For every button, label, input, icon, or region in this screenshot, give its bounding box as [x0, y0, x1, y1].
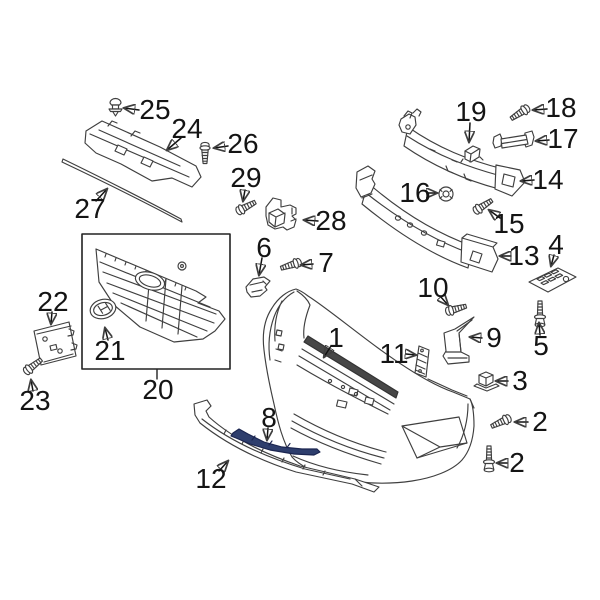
callout-27: 27 [74, 193, 106, 224]
part-screw-15-icon [472, 198, 494, 215]
part-lip-spoiler-icon [193, 399, 380, 493]
callout-2a: 2 [532, 406, 548, 437]
part-screw-10-icon [444, 303, 468, 316]
part-bracket-9-icon [442, 316, 475, 365]
part-grommet-icon [438, 186, 454, 202]
callout-21: 21 [94, 335, 126, 366]
callout-6: 6 [256, 232, 272, 263]
part-clip-19-icon [460, 145, 484, 163]
arrow-8 [267, 427, 268, 440]
callout-10: 10 [417, 272, 449, 303]
callout-28: 28 [315, 205, 347, 236]
part-screw-7-icon [279, 257, 302, 271]
arrow-24 [167, 137, 182, 150]
callout-22: 22 [37, 286, 69, 317]
arrow-10 [440, 296, 448, 305]
callout-4: 4 [548, 229, 564, 260]
callout-14: 14 [532, 164, 564, 195]
callout-3: 3 [512, 365, 528, 396]
callout-29: 29 [230, 162, 262, 193]
callout-2b: 2 [509, 447, 525, 478]
arrow-12 [219, 461, 228, 471]
arrow-25 [124, 108, 140, 110]
part-strip-icon [61, 158, 183, 223]
callout-arrows [31, 108, 554, 471]
part-clip-icon [108, 97, 123, 117]
callout-16: 16 [399, 177, 431, 208]
part-sight-shield-icon [84, 120, 202, 188]
arrow-28 [304, 220, 319, 221]
part-screw-2a-icon [490, 414, 512, 429]
arrow-23 [31, 380, 33, 391]
part-molding-highlighted-icon [230, 428, 321, 456]
part-bolt-5-icon [533, 300, 547, 328]
callout-23: 23 [19, 385, 51, 416]
arrow-17 [536, 140, 550, 141]
part-bracket-17-icon [492, 130, 535, 149]
callout-13: 13 [508, 240, 540, 271]
callout-1: 1 [328, 322, 344, 353]
arrow-14 [521, 180, 535, 181]
arrow-21 [105, 328, 108, 341]
callout-25: 25 [139, 94, 171, 125]
callout-7: 7 [318, 247, 334, 278]
part-license-bracket-icon [33, 321, 78, 366]
callout-20: 20 [142, 374, 174, 405]
callout-15: 15 [493, 208, 525, 239]
callout-17: 17 [547, 123, 579, 154]
part-impact-bar-icon [398, 108, 526, 197]
part-bracket-6-icon [245, 276, 271, 298]
arrow-29 [243, 190, 245, 201]
arrow-6 [259, 257, 262, 275]
callout-18: 18 [545, 92, 577, 123]
arrow-18 [533, 109, 548, 110]
part-screw-23-icon [22, 357, 44, 376]
arrow-5 [539, 323, 540, 336]
part-bolt-18-icon [509, 104, 531, 121]
arrow-22 [51, 311, 52, 324]
part-plate-4-icon [528, 267, 577, 293]
arrow-4 [551, 255, 554, 266]
arrow-15 [489, 210, 500, 218]
part-energy-absorber-icon [355, 165, 499, 273]
part-bracket-11-icon [414, 345, 430, 378]
part-emblem-icon [89, 298, 117, 320]
callout-24: 24 [171, 113, 203, 144]
callout-8: 8 [261, 402, 277, 433]
callout-19: 19 [455, 96, 487, 127]
part-bracket-28-icon [265, 197, 297, 231]
arrow-19 [469, 122, 470, 142]
part-clip-3-icon [473, 371, 500, 392]
arrow-11 [406, 354, 416, 355]
arrow-7 [301, 264, 314, 265]
arrow-1 [324, 346, 331, 357]
part-grille-icon [95, 248, 226, 343]
callout-26: 26 [227, 128, 259, 159]
callout-5: 5 [533, 330, 549, 361]
arrow-9 [470, 337, 483, 338]
callout-12: 12 [195, 463, 227, 494]
arrow-27 [95, 189, 107, 202]
callout-11: 11 [379, 338, 409, 369]
arrow-26 [214, 146, 229, 148]
callout-9: 9 [486, 322, 502, 353]
part-bolt-2b-icon [482, 445, 496, 473]
part-screw-26-icon [199, 141, 211, 165]
part-screw-29-icon [235, 199, 257, 216]
